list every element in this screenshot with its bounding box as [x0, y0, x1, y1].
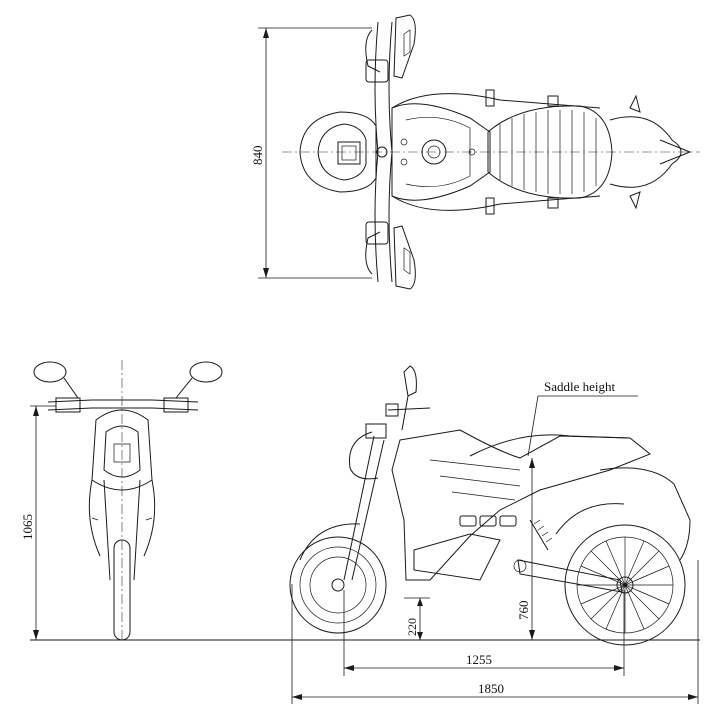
dimension-840-label: 840	[250, 146, 265, 166]
dimension-760: 760	[516, 458, 535, 640]
dimension-840: 840	[250, 27, 372, 279]
saddle-height-annotation: Saddle height	[527, 379, 638, 457]
saddle-height-label: Saddle height	[544, 379, 616, 394]
dimension-220-label: 220	[405, 618, 419, 636]
dimension-760-label: 760	[516, 601, 531, 621]
dimension-1255-label: 1255	[466, 652, 492, 667]
top-view	[282, 14, 700, 290]
dimension-1850-label: 1850	[478, 681, 504, 696]
dimension-220: 220	[404, 597, 430, 640]
dimension-1850: 1850	[291, 560, 699, 704]
dimension-1065: 1065	[20, 405, 56, 640]
side-view	[289, 365, 700, 646]
dimension-1255: 1255	[343, 590, 625, 676]
front-view	[30, 360, 300, 641]
dimension-1065-label: 1065	[20, 514, 35, 540]
